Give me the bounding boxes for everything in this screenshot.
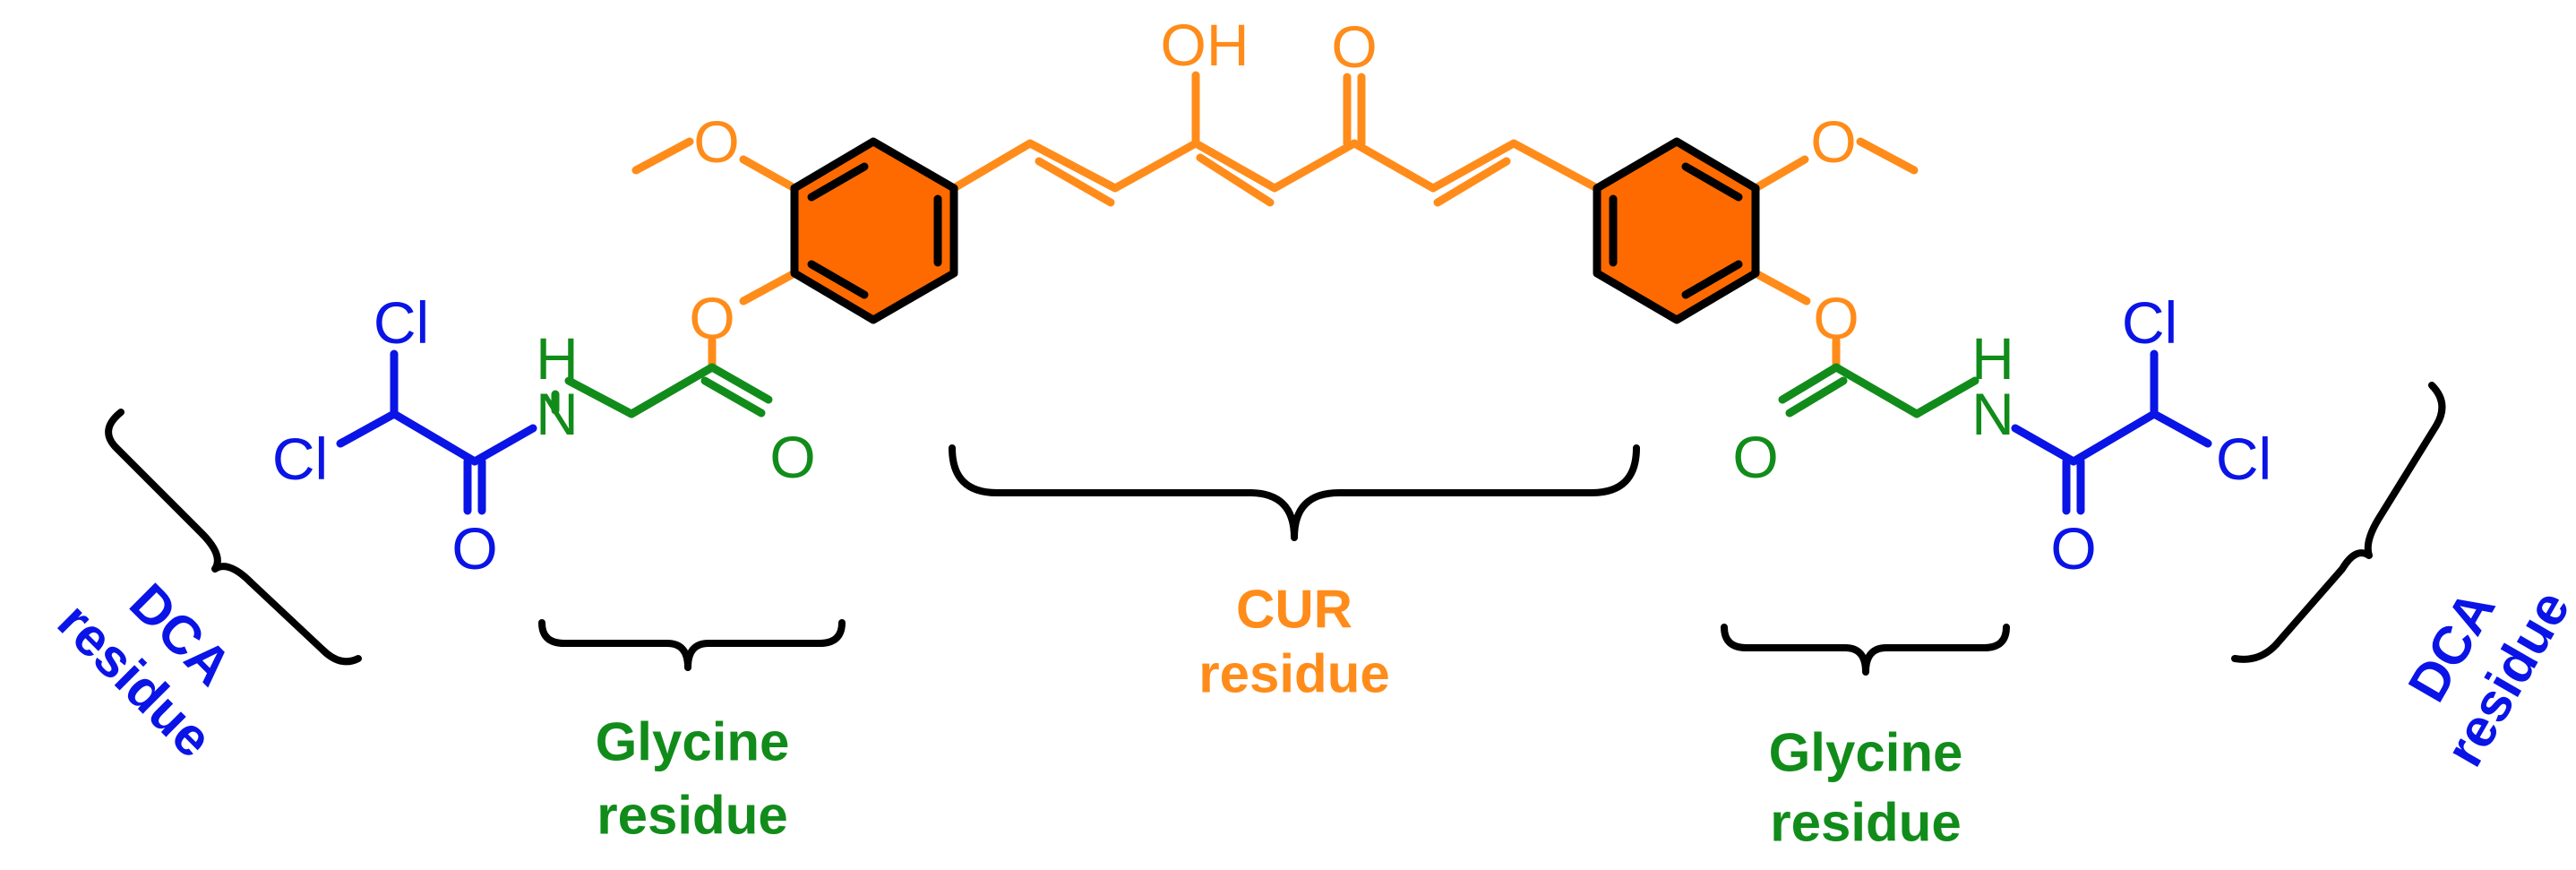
right-dca: O Cl Cl [2011,289,2271,581]
right-ring-inner-3 [1681,260,1743,299]
cur-label-line1: CUR [1236,580,1352,640]
left-methoxy-methyl [631,137,694,175]
left-chlorine-side: Cl [272,426,328,492]
right-chlorine-side: Cl [2216,426,2271,492]
left-carbonyl-a [708,363,773,404]
residue-labels: CUR residue Glycine residue Glycine resi… [47,572,2576,853]
enol-oh: OH [1161,12,1249,78]
right-n-amide-bond [2011,424,2078,466]
cur-label-line2: residue [1198,644,1389,704]
braces [105,382,2446,676]
left-glycine-label-line2: residue [597,786,787,846]
right-methoxy-methyl [1856,137,1919,175]
left-amide-oxygen: O [451,515,497,581]
chain-bonds [949,139,1601,193]
chain-double-3 [1433,157,1511,207]
left-ring-inner-2 [807,162,869,202]
left-ccl-left [336,409,399,448]
right-methoxy-oxygen: O [1810,108,1856,175]
right-amide-chcl2-bond [2069,409,2159,466]
left-methoxy-oxygen: O [693,108,739,175]
right-chlorine-top: Cl [2122,289,2177,356]
left-ester-o-bond [739,269,799,306]
right-dca-label: DCA residue [2397,581,2576,776]
right-ccl-right [2150,409,2212,448]
left-carbonyl-b [700,376,766,418]
ketone-oxygen: O [1331,13,1377,80]
left-nh-hydrogen: H [536,325,579,392]
left-n-amide-bond [470,424,537,466]
chain-double-1 [1035,157,1115,207]
right-methoxy-bonds [1751,155,1809,193]
right-ring-outline [1593,137,1760,324]
right-glycine-brace [1721,624,2010,676]
right-carbonyl-b [1785,376,1848,418]
right-aromatic-ring [1597,142,1756,320]
chain-double-2 [1196,153,1275,207]
right-amide-oxygen: O [2050,515,2096,581]
left-ring-outline [790,137,958,324]
left-dca-brace [105,409,362,666]
left-methoxy-bonds [739,155,799,193]
right-glycine-carbonyl-oxygen: O [1732,424,1778,490]
left-nh-nitrogen: N [536,381,579,447]
right-dca-brace [2231,382,2446,663]
left-dca: O Cl Cl [272,289,537,581]
right-glycine-label-line2: residue [1770,793,1961,853]
cur-brace [949,444,1640,541]
left-ester-oxygen: O [689,285,734,351]
left-chlorine-top: Cl [374,289,429,356]
right-nh-nitrogen: N [1971,381,2014,447]
left-aromatic-ring [794,142,954,320]
right-ch2-bond [1832,363,1921,418]
left-ch2-bond [627,363,717,418]
left-glycine-label-line1: Glycine [596,712,790,772]
ring-outlines [790,137,1760,324]
right-glycine: O H N [1732,325,2014,490]
left-glycine: O H N [536,325,816,490]
right-ester-o-bond [1751,269,1811,306]
right-ch2-n-bond [1912,376,1979,418]
right-glycine-label-line1: Glycine [1769,723,1963,783]
left-glycine-carbonyl-oxygen: O [769,424,815,490]
left-ring-inner-3 [807,260,869,299]
left-amide-chcl2-bond [390,409,479,466]
left-dca-label: DCA residue [47,572,244,769]
left-glycine-brace [538,619,846,671]
right-ester-oxygen: O [1813,285,1859,351]
right-nh-hydrogen: H [1971,325,2014,392]
right-carbonyl-a [1778,363,1841,404]
right-ring-inner-2 [1681,162,1743,202]
